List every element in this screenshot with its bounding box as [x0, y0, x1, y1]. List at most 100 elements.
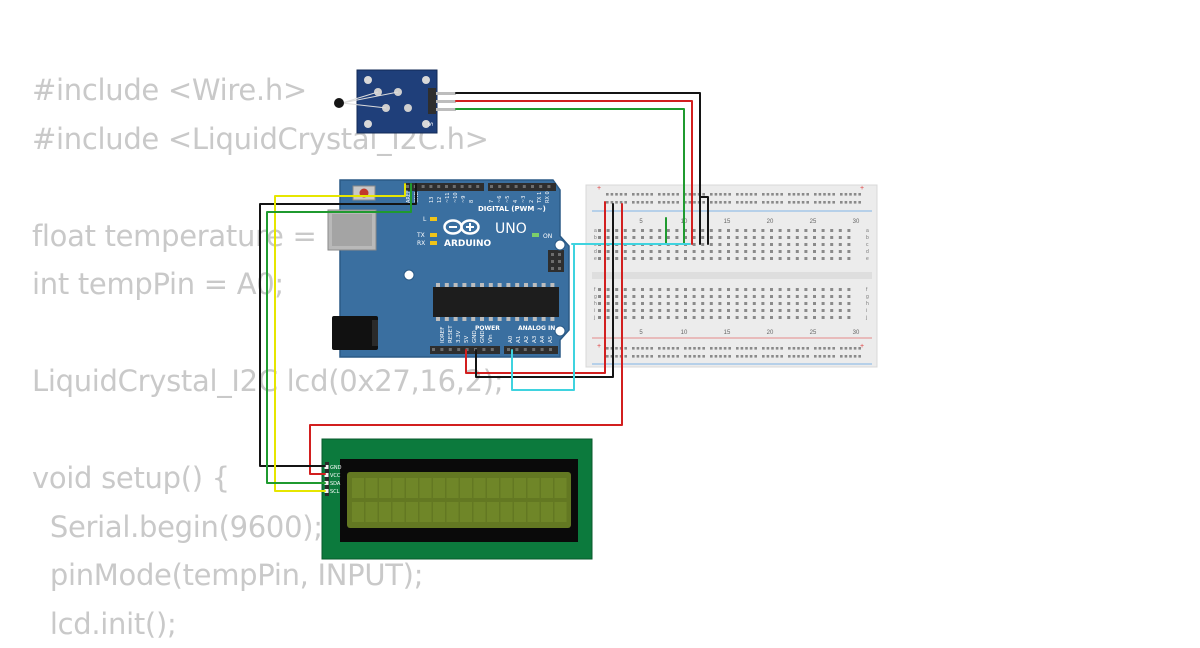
- breadboard-rail-hole: [840, 347, 843, 350]
- breadboard-hole: [598, 257, 601, 260]
- breadboard-rail-hole: [663, 193, 666, 196]
- breadboard-hole: [658, 257, 661, 260]
- breadboard-rail-hole: [641, 347, 644, 350]
- chip-leg: [471, 283, 475, 287]
- breadboard-rail-hole: [806, 347, 809, 350]
- breadboard-hole: [624, 309, 627, 312]
- circuit-diagram: + + + + 5 10 15 20 25 30 5 10 15 20 25 3…: [0, 0, 1200, 630]
- breadboard-rail-hole: [667, 347, 670, 350]
- breadboard-hole: [830, 288, 833, 291]
- model-label: UNO: [495, 221, 527, 237]
- breadboard-rail-hole: [788, 355, 791, 358]
- chip-leg: [436, 317, 440, 321]
- breadboard-rail-hole: [715, 193, 718, 196]
- mount-hole: [555, 240, 565, 250]
- breadboard-hole: [641, 257, 644, 260]
- chip-leg: [533, 317, 537, 321]
- breadboard-rail-hole: [823, 347, 826, 350]
- breadboard-rail-hole: [741, 201, 744, 204]
- breadboard-rail-hole: [684, 355, 687, 358]
- lcd-cell: [474, 502, 486, 522]
- breadboard-hole: [701, 302, 704, 305]
- breadboard-hole: [693, 236, 696, 239]
- breadboard-rail-hole: [650, 355, 653, 358]
- breadboard-row-letter: a: [594, 228, 597, 234]
- lcd-cell: [501, 502, 513, 522]
- thermistor-icon: [334, 98, 344, 108]
- breadboard-rail-hole: [819, 347, 822, 350]
- breadboard-rail-hole: [814, 347, 817, 350]
- breadboard-rail-hole: [724, 193, 727, 196]
- breadboard-hole: [598, 302, 601, 305]
- breadboard-rail-hole: [650, 193, 653, 196]
- breadboard-hole: [813, 257, 816, 260]
- breadboard-rail-hole: [663, 201, 666, 204]
- breadboard-hole: [718, 295, 721, 298]
- brand-label: ARDUINO: [444, 239, 492, 249]
- breadboard-rail-hole: [797, 355, 800, 358]
- temperature-sensor-module[interactable]: S: [334, 70, 456, 133]
- breadboard-hole: [684, 250, 687, 253]
- breadboard-rail-hole: [615, 347, 618, 350]
- breadboard-plus-label: +: [597, 343, 601, 350]
- breadboard-rail-hole: [832, 193, 835, 196]
- breadboard-rail-hole: [793, 355, 796, 358]
- lcd-cell: [514, 502, 526, 522]
- breadboard-rail-hole: [667, 201, 670, 204]
- breadboard-hole: [727, 316, 730, 319]
- power-analog-pin-holes: [432, 348, 552, 351]
- on-label: ON: [543, 233, 552, 240]
- breadboard-hole: [847, 236, 850, 239]
- breadboard-rail-hole: [658, 201, 661, 204]
- breadboard-hole: [847, 229, 850, 232]
- chip-leg: [533, 283, 537, 287]
- lcd-pin-label-vcc: VCC: [330, 473, 341, 479]
- breadboard-rail-hole: [646, 201, 649, 204]
- breadboard-hole: [796, 257, 799, 260]
- breadboard-rail-hole: [849, 201, 852, 204]
- breadboard-rail-hole: [741, 193, 744, 196]
- breadboard-hole: [607, 295, 610, 298]
- a1-label: A1: [516, 336, 522, 343]
- pin-label: ~3: [521, 196, 527, 203]
- breadboard-hole: [761, 309, 764, 312]
- breadboard-hole: [710, 295, 713, 298]
- tx-label: TX: [416, 232, 425, 239]
- breadboard-rail-hole: [667, 193, 670, 196]
- breadboard-hole: [615, 302, 618, 305]
- breadboard-hole: [701, 250, 704, 253]
- breadboard-hole: [779, 257, 782, 260]
- breadboard-hole: [839, 288, 842, 291]
- header-hole: [432, 348, 435, 351]
- breadboard-rail-hole: [797, 193, 800, 196]
- breadboard-row-letter: g: [594, 294, 597, 300]
- breadboard-hole: [847, 295, 850, 298]
- breadboard-hole: [658, 316, 661, 319]
- breadboard-hole: [822, 250, 825, 253]
- breadboard-rail-hole: [676, 355, 679, 358]
- lcd-i2c-module[interactable]: GND VCC SDA SCL: [322, 439, 592, 559]
- breadboard-rail-hole: [750, 355, 753, 358]
- breadboard-hole: [684, 295, 687, 298]
- breadboard-hole: [830, 302, 833, 305]
- breadboard-hole: [813, 295, 816, 298]
- breadboard-hole: [770, 229, 773, 232]
- header-hole: [549, 348, 552, 351]
- breadboard-col-number: 25: [810, 330, 817, 336]
- breadboard-hole: [727, 288, 730, 291]
- breadboard-rail-hole: [754, 193, 757, 196]
- header-hole: [476, 185, 479, 188]
- sensor-pin: [436, 92, 456, 95]
- breadboard-rail-hole: [689, 201, 692, 204]
- breadboard-hole: [701, 257, 704, 260]
- breadboard-rail-hole: [646, 347, 649, 350]
- breadboard-hole: [710, 309, 713, 312]
- breadboard-hole: [804, 309, 807, 312]
- breadboard-hole: [718, 243, 721, 246]
- power-jack: [332, 316, 378, 350]
- breadboard-row-letter: g: [866, 294, 869, 300]
- breadboard-hole: [761, 302, 764, 305]
- lcd-cell: [555, 502, 567, 522]
- breadboard-rail-hole: [858, 201, 861, 204]
